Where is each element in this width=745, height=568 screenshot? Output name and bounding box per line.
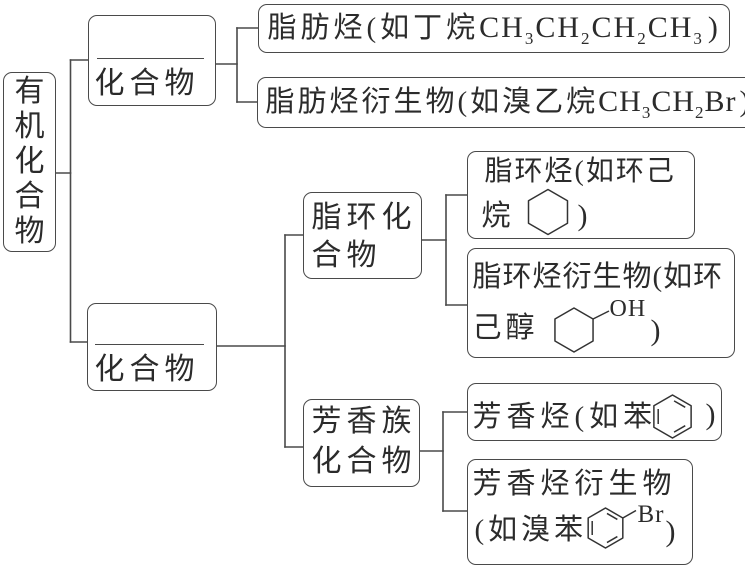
node-label-line-2: (如溴苯: [474, 514, 588, 546]
closing-paren: ): [577, 198, 588, 232]
formula-subscript: 3: [641, 102, 652, 122]
node-label: 化合物: [94, 66, 200, 100]
label-char: 化: [14, 145, 45, 178]
formula-group: CH: [647, 10, 694, 44]
cyclohexanol-structure-icon: [553, 306, 609, 353]
ring-bonds: [586, 506, 624, 549]
formula-subscript: 2: [637, 28, 648, 48]
node-aromatic-hydrocarbon: 芳香烃(如苯 ): [467, 383, 722, 441]
ring-bonds: [652, 393, 692, 439]
formula-subscript: 3: [693, 28, 704, 48]
formula-subscript: 2: [695, 102, 705, 122]
node-aromatic-compounds: 芳香族 化合物: [303, 399, 420, 487]
ring-bonds: [527, 188, 568, 235]
ring-bonds: [553, 306, 594, 353]
label-text: 脂肪烃(如丁烷: [267, 11, 480, 44]
formula-subscript: 2: [581, 28, 592, 48]
node-alicyclic-hydrocarbon: 脂环烃(如环己 烷 ): [467, 151, 695, 239]
label-char: 物: [14, 215, 45, 248]
node-organic-compounds: 有 机 化 合 物: [3, 72, 56, 252]
substituent-label: OH: [609, 295, 647, 322]
label-char: 机: [14, 110, 45, 143]
double-bond-line: [606, 535, 618, 543]
closing-paren: ): [740, 86, 745, 117]
double-bond-line: [673, 424, 686, 433]
closing-paren: ): [705, 397, 716, 431]
closing-paren: ): [665, 515, 676, 548]
node-ring-compounds: 化合物: [87, 303, 217, 391]
node-label-line-1: 脂环烃衍生物(如环: [472, 261, 724, 293]
formula-group: CH: [535, 10, 582, 44]
node-label: 化合物: [94, 352, 200, 386]
node-label: 有 机 化 合 物: [14, 74, 46, 249]
node-label-line-2: 烷: [481, 199, 511, 232]
node-label-line-1: 脂环烃(如环己: [484, 156, 676, 187]
bromobenzene-structure-icon: [586, 506, 636, 549]
formula-group: CH: [598, 84, 642, 118]
node-label-line-1: 芳香族: [311, 404, 417, 438]
substituent-bond: [592, 309, 609, 320]
closing-paren: ): [707, 10, 718, 44]
node-label-line-1: 脂环化: [311, 200, 417, 234]
double-bond-line: [673, 399, 686, 408]
node-label-line-2: 化合物: [311, 444, 417, 478]
formula-group: CH: [651, 84, 696, 118]
label-text: 脂肪烃衍生物(如溴乙烷: [265, 85, 599, 118]
node-chain-compounds: 化合物: [88, 15, 216, 106]
substituent-label: Br: [637, 500, 665, 528]
answer-blank-line: [94, 343, 204, 345]
benzene-structure-icon: [652, 393, 692, 439]
node-label: 芳香烃(如苯: [472, 401, 658, 433]
node-aromatic-derivative: 芳香烃衍生物 (如溴苯 Br ): [467, 459, 693, 565]
double-bond-line: [606, 512, 618, 520]
label-char: 合: [14, 180, 45, 213]
answer-blank-line: [96, 57, 204, 59]
closing-paren: ): [650, 313, 661, 347]
node-label-line-1: 芳香烃衍生物: [472, 468, 677, 500]
cyclohexane-structure-icon: [527, 188, 568, 235]
node-label-line-2: 合物: [311, 238, 382, 272]
formula-group: CH: [479, 10, 525, 44]
node-alicyclic-compounds: 脂环化 合物: [303, 192, 422, 279]
formula-subscript: 3: [524, 28, 536, 48]
label-char: 有: [14, 75, 45, 108]
substituent-bond: [621, 509, 636, 519]
node-alicyclic-derivative: 脂环烃衍生物(如环 己醇 OH ): [467, 248, 735, 358]
formula-group: Br: [704, 84, 737, 118]
node-label-line-2: 己醇: [472, 312, 539, 344]
formula-group: CH: [591, 10, 638, 44]
